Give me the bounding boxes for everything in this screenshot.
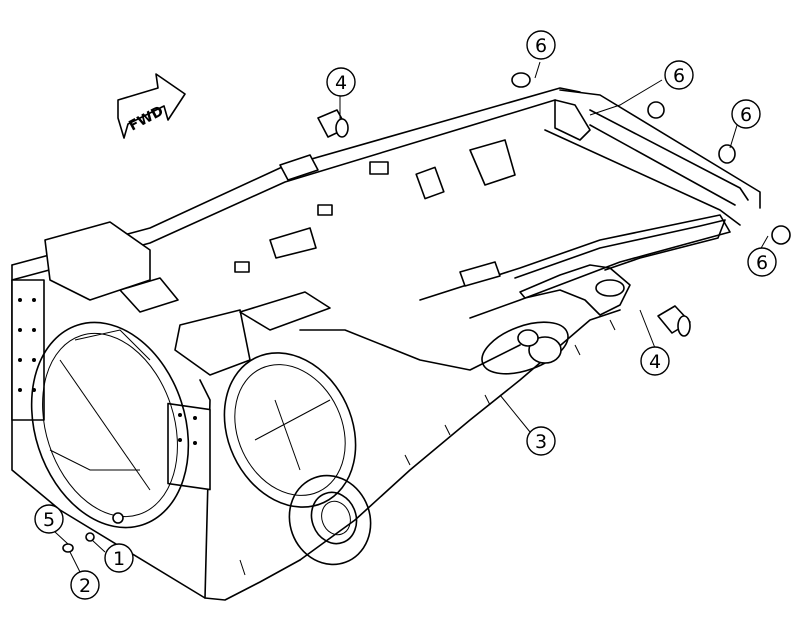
bushing-part-4-top (317, 109, 349, 138)
callout-5: 5 (34, 504, 64, 534)
callout-4-top: 4 (326, 67, 356, 97)
bushing-part-4-right (657, 305, 691, 337)
callout-label: 4 (335, 72, 347, 94)
leader-lines (54, 61, 769, 573)
callout-label: 6 (740, 104, 752, 126)
callout-2: 2 (70, 570, 100, 600)
callout-6-b: 6 (664, 60, 694, 90)
callout-4-mid: 4 (640, 346, 670, 376)
callout-1: 1 (104, 543, 134, 573)
callout-label: 4 (649, 351, 661, 373)
callout-label: 6 (756, 252, 768, 274)
callout-label: 5 (43, 509, 55, 531)
callout-label: 1 (113, 548, 125, 570)
callout-label: 3 (535, 431, 547, 453)
callout-label: 2 (79, 575, 91, 597)
callout-6-a: 6 (526, 30, 556, 60)
callout-6-d: 6 (747, 247, 777, 277)
forward-arrow-icon: FWD (117, 73, 186, 139)
main-frame (11, 87, 761, 601)
callout-6-c: 6 (731, 99, 761, 129)
callout-3: 3 (526, 426, 556, 456)
callout-label: 6 (673, 65, 685, 87)
bushing-part-6 (511, 72, 791, 245)
callout-label: 6 (535, 35, 547, 57)
